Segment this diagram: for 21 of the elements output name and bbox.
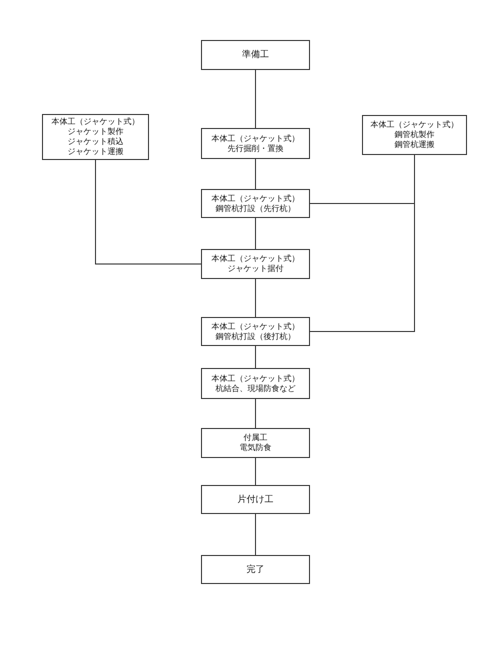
process-box: 準備工 (201, 40, 310, 70)
process-box: 本体工（ジャケット式） 鋼管杭打設（先行杭） (201, 189, 310, 218)
connector-line (95, 160, 202, 264)
connector-line (255, 458, 256, 486)
connector-line (255, 70, 256, 128)
process-box: 本体工（ジャケット式） ジャケット製作 ジャケット積込 ジャケット運搬 (42, 114, 149, 160)
connector-line (310, 154, 415, 332)
process-box: 本体工（ジャケット式） 先行掘削・置換 (201, 128, 310, 159)
connector-line (255, 278, 256, 318)
process-box: 付属工 電気防食 (201, 428, 310, 458)
connector-line (255, 398, 256, 428)
connector-line (255, 218, 256, 250)
process-box: 本体工（ジャケット式） 鋼管杭打設（後打杭） (201, 317, 310, 346)
process-box: 本体工（ジャケット式） 鋼管杭製作 鋼管杭運搬 (362, 115, 467, 155)
process-box: 本体工（ジャケット式） ジャケット据付 (201, 249, 310, 279)
process-box: 本体工（ジャケット式） 杭結合、現場防食など (201, 368, 310, 399)
connector-line (255, 158, 256, 190)
process-box: 完了 (201, 555, 310, 584)
connector-line (255, 346, 256, 368)
connector-line (255, 514, 256, 556)
process-box: 片付け工 (201, 485, 310, 514)
